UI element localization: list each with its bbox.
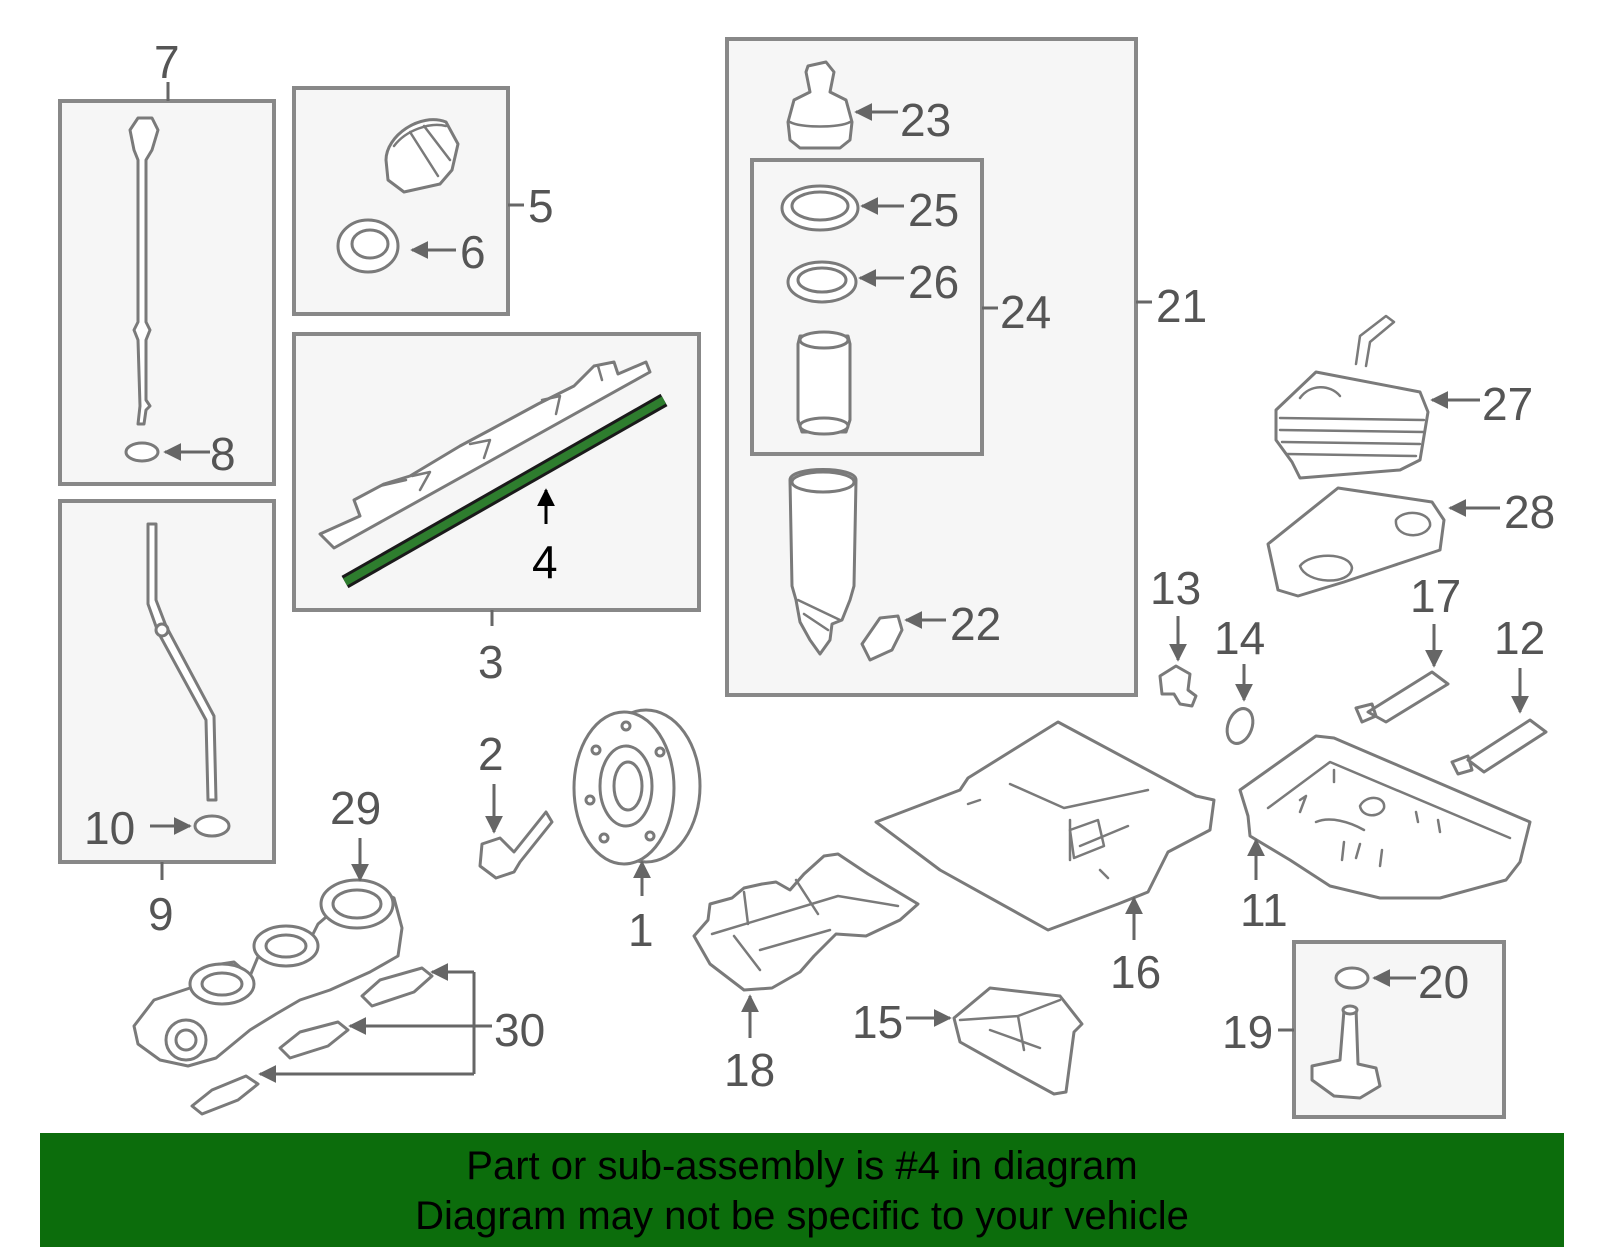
callout-21: 21	[1156, 280, 1207, 332]
callout-8: 8	[210, 428, 236, 480]
oil-cooler-27	[1274, 314, 1430, 480]
callout-3: 3	[478, 636, 504, 688]
group-box-3	[292, 332, 701, 612]
callout-30: 30	[494, 1004, 545, 1056]
o-ring-10	[193, 814, 231, 838]
callout-19: 19	[1222, 1006, 1273, 1058]
group-box-19	[1292, 940, 1506, 1119]
filter-housing	[788, 468, 858, 656]
callout-10: 10	[84, 802, 135, 854]
callout-4: 4	[532, 536, 558, 588]
callout-27: 27	[1482, 378, 1533, 430]
callout-22: 22	[950, 598, 1001, 650]
group-box-7	[58, 99, 276, 486]
oil-pump-18	[692, 852, 920, 992]
damper-1	[572, 708, 702, 866]
info-banner: Part or sub-assembly is #4 in diagram Di…	[40, 1133, 1564, 1247]
callout-25: 25	[908, 184, 959, 236]
callout-16: 16	[1110, 946, 1161, 998]
callout-28: 28	[1504, 486, 1555, 538]
sealant-12	[1450, 718, 1548, 776]
callout-20: 20	[1418, 956, 1469, 1008]
washer-14	[1225, 707, 1255, 745]
banner-line-2: Diagram may not be specific to your vehi…	[415, 1194, 1189, 1238]
callout-18: 18	[724, 1044, 775, 1096]
gasket-28	[1266, 486, 1446, 598]
oil-pan-11	[1238, 734, 1532, 900]
callout-17: 17	[1410, 570, 1461, 622]
group-box-5	[292, 86, 510, 316]
callout-5: 5	[528, 180, 554, 232]
o-ring-8	[124, 441, 160, 463]
callout-15: 15	[852, 996, 903, 1048]
banner-line-1: Part or sub-assembly is #4 in diagram	[466, 1144, 1138, 1188]
callout-6: 6	[460, 226, 486, 278]
group-box-9	[58, 499, 276, 864]
bolt-2	[478, 810, 554, 880]
callout-13: 13	[1150, 562, 1201, 614]
callout-23: 23	[900, 94, 951, 146]
callout-2: 2	[478, 728, 504, 780]
callout-24: 24	[1000, 286, 1051, 338]
callout-1: 1	[628, 904, 654, 956]
cover-15	[952, 986, 1084, 1096]
drain-plug-13	[1158, 664, 1198, 708]
sealant-17	[1354, 670, 1450, 724]
callout-11: 11	[1240, 884, 1288, 936]
callout-7: 7	[154, 36, 180, 88]
callout-9: 9	[148, 888, 174, 940]
callout-26: 26	[908, 256, 959, 308]
baffle-16	[874, 720, 1216, 932]
callout-14: 14	[1214, 612, 1265, 664]
callout-12: 12	[1494, 612, 1545, 664]
callout-29: 29	[330, 782, 381, 834]
housing-29	[132, 878, 404, 1068]
